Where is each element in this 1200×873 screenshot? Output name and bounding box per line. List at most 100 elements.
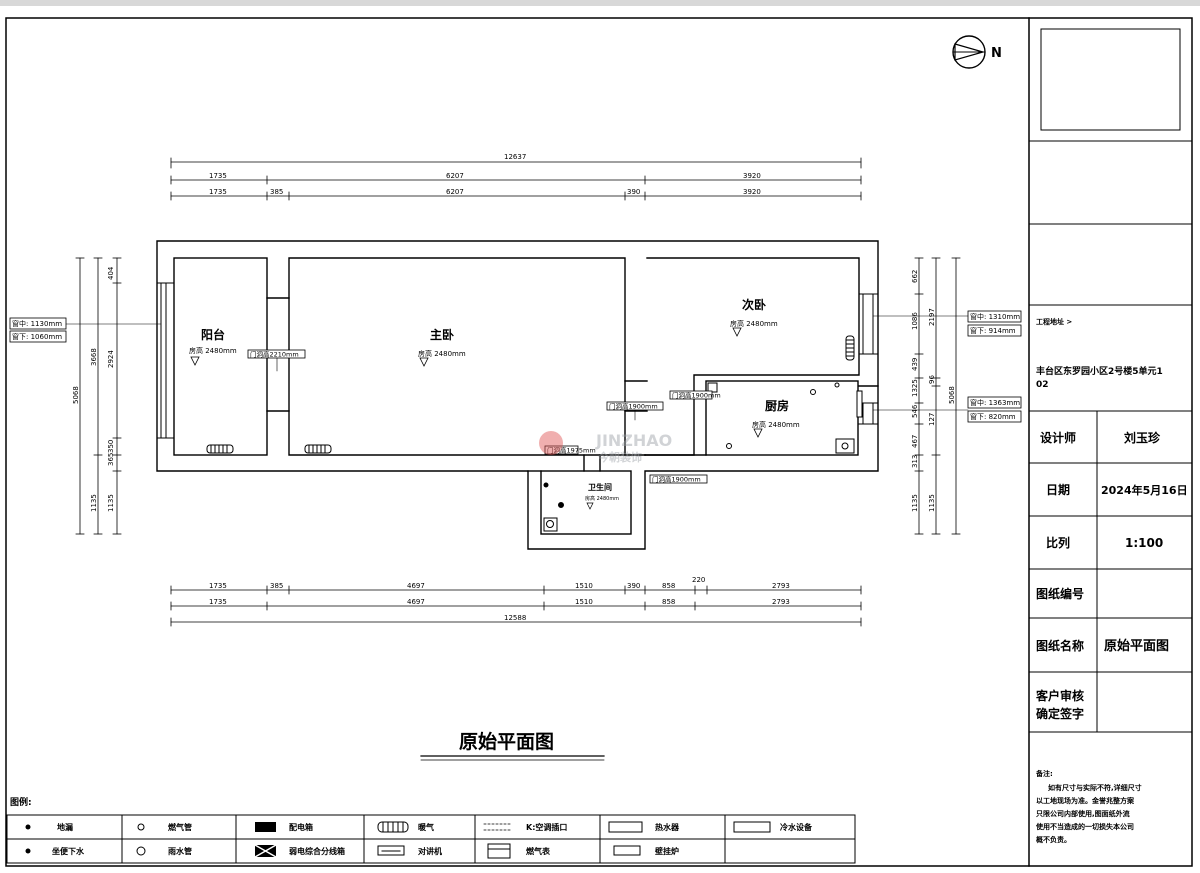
radiator-icon [377,821,409,833]
rain-pipe-icon [136,846,146,856]
window-tag: 窗中: 1310mm [970,312,1020,321]
drawing-sheet: N [0,6,1200,869]
dimensions-bottom: 1735 385 4697 1510 390 858 220 2793 1735… [170,576,862,627]
dimension-label: 1735 [209,598,227,606]
room-height: 房高 2480mm [752,420,800,429]
distribution-box-icon [255,822,276,832]
legend-label: 配电箱 [289,822,313,832]
legend-label: 弱电综合分线箱 [289,846,345,856]
room-balcony: 阳台 房高 2480mm [189,327,237,366]
legend-label: 燃气表 [526,846,551,856]
room-name: 次卧 [742,297,766,312]
date-value: 2024年5月16日 [1101,483,1188,497]
north-label: N [991,46,1002,61]
dimension-label: 467 [911,435,919,448]
drawing-name-label: 图纸名称 [1036,638,1084,653]
dimension-label: 1735 [209,582,227,590]
room-kitchen: 厨房 房高 2480mm [752,398,800,438]
dimensions-top: 12637 1735 6207 3920 1735 385 6207 390 3… [170,153,862,201]
dimension-label: 220 [692,576,705,584]
dimension-label: 2793 [772,598,790,606]
door-tag: 门洞高1900mm [609,402,658,411]
title-block [1028,28,1193,733]
dimension-label: 2793 [772,582,790,590]
walls [156,240,879,550]
address-label: 工程地址 > [1036,317,1072,326]
dimension-label: 390 [627,582,640,590]
drawing-no-label: 图纸编号 [1036,586,1084,601]
radiator-icon [304,444,332,454]
window-tag: 窗下: 1060mm [12,332,62,341]
door-tag: 门洞高1900mm [672,391,721,400]
dimension-label: 1325 [911,379,919,397]
dimension-label: 3920 [743,172,761,180]
room-height: 房高 2480mm [189,346,237,355]
window-tag: 窗下: 914mm [970,326,1016,335]
dimension-label: 439 [911,358,919,371]
drawing-name-value: 原始平面图 [1104,638,1169,654]
room-height: 房高 2480mm [730,319,778,328]
north-arrow-icon: N [952,35,1002,69]
watermark-logo: JINZHAO 今朝装饰 [539,431,672,464]
app-top-strip [0,0,1200,6]
title-block-text: 工程地址 > 丰台区东罗园小区2号楼5单元1 02 设计师 刘玉珍 日期 202… [1035,317,1188,844]
room-name: 卫生间 [588,482,612,492]
date-label: 日期 [1046,482,1070,497]
dimension-label: 662 [911,270,919,283]
window-tag: 窗下: 820mm [970,412,1016,421]
room-master: 主卧 房高 2480mm [418,327,466,367]
dimension-label: 6207 [446,188,464,196]
dimension-label: 1510 [575,598,593,606]
dimension-label: 96 [928,375,936,384]
window-tags: 窗中: 1130mm 窗下: 1060mm 窗中: 1310mm 窗下: 914… [9,310,1022,423]
dimension-label: 5068 [72,386,80,404]
bath-fixtures [543,482,564,532]
wall-boiler-icon [613,845,641,856]
dimension-label: 1135 [90,494,98,512]
dimension-label: 2924 [107,350,115,368]
room-height: 房高 2480mm [418,349,466,358]
legend: 图例: 地漏 燃气管 配电箱 暖气 K:空调插口 热水器 冷水设 [6,796,856,864]
notes-label: 备注: [1035,769,1053,778]
legend-label: 对讲机 [418,846,442,856]
dimension-label: 1735 [209,172,227,180]
address-value: 丰台区东罗园小区2号楼5单元1 02 [1036,365,1166,390]
toilet-drain-icon [25,848,31,854]
sheet-border [5,17,1193,867]
dimension-label: 385 [270,582,283,590]
radiator-icon [206,444,234,454]
door-tag: 门洞高1900mm [652,475,701,484]
legend-title: 图例: [10,796,32,808]
legend-label: 冷水设备 [780,822,813,832]
room-name: 厨房 [765,398,789,413]
designer-label: 设计师 [1040,430,1076,445]
radiator-icon [845,335,855,361]
door-tag: 门洞高2210mm [250,350,299,359]
dimension-label: 4697 [407,582,425,590]
legend-label: 热水器 [655,822,680,832]
dimension-label: 385 [270,188,283,196]
dimension-label: 2197 [928,308,936,326]
watermark-cn: 今朝装饰 [597,450,642,464]
legend-label: K:空调插口 [526,822,567,832]
watermark-brand: JINZHAO [595,431,672,450]
dimension-label: 4697 [407,598,425,606]
dimension-label: 3920 [743,188,761,196]
dimension-label: 127 [928,413,936,426]
dimension-label: 6207 [446,172,464,180]
door-tags: 门洞高2210mm 门洞高1900mm 门洞高1900mm 门洞高1975mm … [247,350,721,484]
room-height: 房高 2480mm [585,495,619,502]
elevation-marker-icon [732,327,742,337]
legend-label: 燃气管 [168,822,192,832]
gas-meter-icon [487,843,511,859]
logo-box [1040,28,1181,131]
dimension-label: 12637 [504,153,526,161]
intercom-icon [377,845,405,856]
dimension-label: 12588 [504,614,526,622]
legend-label: 雨水管 [168,846,192,856]
room-second: 次卧 房高 2480mm [730,297,778,337]
windows [156,282,879,439]
notes-text: 如有尺寸与实际不符,详细尺寸 以工地现场为准。金誉兆整方案 只限公司内部使用,图… [1035,783,1144,844]
scale-value: 1:100 [1125,536,1163,550]
dimension-label: 390 [627,188,640,196]
